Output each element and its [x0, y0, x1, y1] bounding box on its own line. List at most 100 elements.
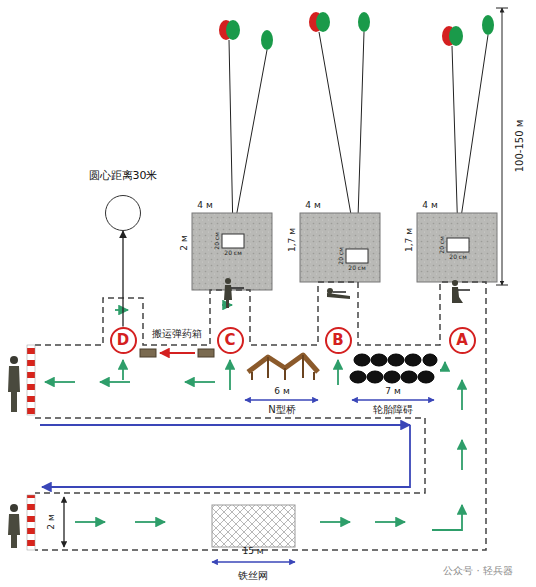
obstacle-label: 铁丝网 [237, 570, 269, 581]
firing-positions [192, 213, 497, 290]
tire-obstacle-part [423, 354, 437, 366]
dimension-label: 20 см [338, 246, 345, 265]
n-bridge-part [248, 355, 318, 372]
dimension-label: 4 м [421, 201, 438, 211]
route-arrows-part [320, 521, 350, 523]
shooter-figures-part [327, 288, 333, 294]
route-arrows-part [461, 380, 463, 410]
dimension-label: 2 м [180, 234, 190, 251]
ammo-boxes-part [198, 349, 214, 357]
dimension-label: 7 м [384, 387, 401, 397]
shooter-figures-part [327, 293, 350, 299]
route-arrows-part [432, 505, 462, 530]
route-arrows-part [135, 521, 165, 523]
n-bridge-part [252, 355, 314, 380]
station-callout: C [217, 327, 244, 354]
target-ring [105, 195, 141, 231]
range-officers [8, 345, 35, 550]
callout-letter: C [224, 331, 235, 349]
target-markers-part [261, 30, 273, 50]
shooter-figures [224, 278, 470, 308]
firing-positions-part [192, 213, 272, 290]
target-markers-part [482, 15, 494, 35]
station-label: 搬运弹药箱 [151, 328, 203, 339]
dimension-lines [64, 400, 434, 562]
route-arrows-part [160, 352, 195, 354]
firing-positions-part [447, 238, 469, 252]
tire-obstacle-part [367, 371, 383, 383]
dimension-label: 20 см [214, 231, 221, 250]
dimension-label: 20 см [439, 235, 446, 254]
tire-obstacle-part [388, 354, 404, 366]
range-officers-part [27, 495, 35, 550]
dimension-lines-part [212, 561, 295, 562]
range-officers-part [10, 504, 18, 512]
route-arrows [40, 305, 462, 530]
dimension-label: 20 см [448, 254, 467, 261]
dimension-label: 2 м [47, 513, 57, 530]
tire-obstacle-part [384, 371, 400, 383]
tire-obstacle-part [350, 371, 366, 383]
route-arrows-part [337, 360, 339, 385]
station-callout: A [449, 327, 476, 354]
tire-obstacle-part [354, 354, 370, 366]
shooter-figures-part [224, 285, 232, 308]
route-arrows-part [45, 381, 75, 383]
shooter-figures-part [333, 291, 346, 293]
target-markers-part [358, 12, 370, 32]
route-arrows-part [115, 309, 128, 311]
firing-positions-part [300, 213, 380, 282]
dimension-label: 6 м [273, 387, 290, 397]
target-circle: 圆心距离30米 [89, 168, 158, 231]
lane-boundary-part [35, 282, 486, 550]
target-markers-part [316, 12, 330, 32]
target-markers-part [452, 46, 458, 238]
dimension-label: 20 см [347, 265, 366, 272]
n-bridge [248, 355, 318, 380]
route-arrows-part [461, 440, 463, 470]
target-markers-part [233, 50, 267, 234]
callout-letter: D [117, 331, 129, 349]
firing-positions-part [417, 213, 497, 282]
distance-label: 100-150 м [514, 119, 525, 174]
station-callout: B [325, 327, 352, 354]
obstacle-label: N型桥 [267, 404, 296, 415]
watermark: 公众号 · 轻兵器 [442, 565, 514, 576]
distance-bracket [496, 8, 508, 285]
shooter-figures-part [231, 287, 244, 289]
route-arrows-part [440, 362, 445, 370]
dimension-label: 1,7 м [288, 227, 298, 253]
route-arrows-part [42, 425, 410, 487]
wire-entanglement [212, 505, 295, 547]
tire-obstacle-part [401, 371, 417, 383]
range-officers-part [10, 356, 18, 364]
obstacle-label: 轮胎障碍 [372, 404, 414, 415]
range-officers-part [8, 514, 20, 548]
target-markers-part [458, 35, 488, 238]
dimension-label: 1,7 м [405, 227, 415, 253]
callout-letter: B [332, 331, 343, 349]
route-arrows-part [375, 521, 405, 523]
tire-obstacle-part [371, 354, 387, 366]
dimension-label: 4 м [196, 201, 213, 211]
shooter-figures-part [225, 278, 231, 284]
target-markers-part [229, 40, 233, 234]
tire-obstacle-part [405, 354, 421, 366]
ammo-boxes-part [140, 349, 156, 357]
range-officers-part [8, 366, 20, 412]
tire-obstacle-part [418, 371, 434, 383]
target-markers-part [449, 26, 463, 46]
firing-positions-part [222, 234, 244, 248]
shooter-figures-part [458, 289, 470, 291]
distance-bracket-part [496, 285, 508, 286]
lane-boundary [35, 282, 486, 550]
lane-boundary-part [35, 418, 425, 493]
route-arrows-part [75, 521, 105, 523]
route-arrows-part [122, 360, 124, 380]
dimension-lines-part [245, 399, 318, 400]
callout-letter: A [456, 331, 468, 349]
route-arrows-part [185, 381, 215, 383]
